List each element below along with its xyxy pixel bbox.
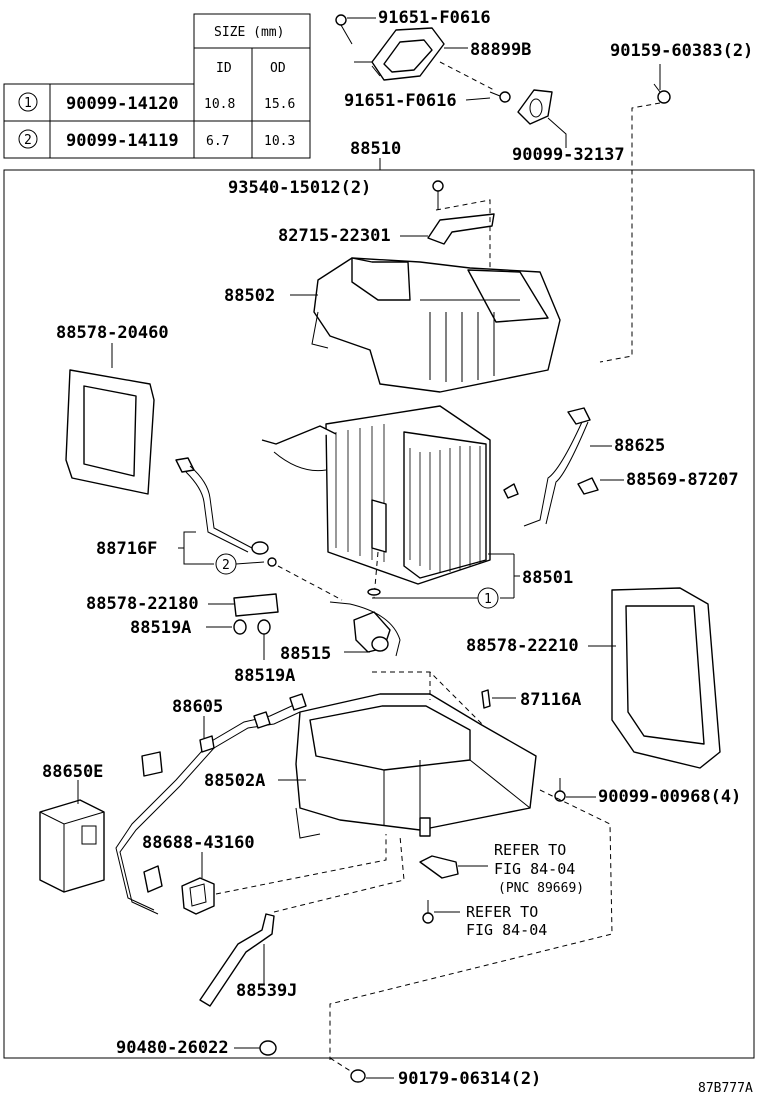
size-table-col-id: ID (216, 61, 232, 76)
bracket-88899B (354, 27, 468, 81)
label-90099-32137: 90099-32137 (512, 145, 625, 165)
label-88650E: 88650E (42, 762, 103, 782)
clip-87116A (481, 689, 516, 709)
label-88578-22180: 88578-22180 (86, 594, 199, 614)
clamp-88688-43160 (181, 852, 215, 915)
size-table-row2-mark: 2 (24, 133, 32, 148)
screw-90099-00968 (554, 778, 596, 802)
figure-code: 87B777A (698, 1081, 753, 1096)
label-90099-00968: 90099-00968(4) (598, 787, 741, 807)
label-88515: 88515 (280, 644, 331, 664)
label-88501: 88501 (522, 568, 573, 588)
bolt-90159 (653, 64, 671, 104)
label-88625: 88625 (614, 436, 665, 456)
label-88569: 88569-87207 (626, 470, 739, 490)
size-table-row2-id: 6.7 (206, 134, 229, 149)
size-table-row1-od: 15.6 (264, 97, 295, 112)
valve-88515 (329, 601, 401, 657)
size-table: SIZE (mm) ID OD 1 90099-14120 10.8 15.6 … (3, 13, 311, 159)
tube-88716F (175, 457, 269, 565)
circle-mark-2: 2 (222, 558, 230, 573)
refer-screw (422, 900, 460, 924)
size-table-row1-id: 10.8 (204, 97, 235, 112)
refer2-line2: FIG 84-04 (466, 921, 547, 939)
size-table-row1-mark: 1 (24, 96, 32, 111)
label-88605: 88605 (172, 697, 223, 717)
size-table-row2-part: 90099-14119 (66, 131, 179, 151)
label-88510: 88510 (350, 139, 401, 159)
label-90159: 90159-60383(2) (610, 41, 753, 61)
label-88688: 88688-43160 (142, 833, 255, 853)
sleeve-88578-22180 (208, 593, 279, 617)
bolt-90179-06314 (350, 1069, 394, 1083)
clip-88569 (577, 477, 624, 495)
thermistor-88625 (503, 407, 612, 527)
screw-91651-top (335, 14, 376, 45)
label-91651-mid: 91651-F0616 (344, 91, 457, 111)
upper-case-88502 (290, 257, 561, 393)
label-93540: 93540-15012(2) (228, 178, 371, 198)
refer2-line1: REFER TO (466, 903, 538, 921)
size-table-row1-part: 90099-14120 (66, 94, 179, 114)
label-88502: 88502 (224, 286, 275, 306)
assembly-88510-frame (3, 169, 755, 1059)
harness-88605 (115, 693, 307, 915)
label-88716F: 88716F (96, 539, 157, 559)
circle-mark-1: 1 (484, 592, 492, 607)
label-91651-top: 91651-F0616 (378, 8, 491, 28)
refer-bracket (419, 855, 488, 879)
screw-91651-mid (465, 91, 511, 103)
label-88899B: 88899B (470, 40, 531, 60)
refer1-line2: FIG 84-04 (494, 860, 575, 878)
label-82715: 82715-22301 (278, 226, 391, 246)
bracket-82715 (400, 199, 495, 270)
clip-90480-26022 (234, 1040, 277, 1056)
oring-88519A-left (206, 619, 247, 635)
oring-88519A-right (257, 619, 271, 660)
label-88539J: 88539J (236, 981, 297, 1001)
drain-hose-88539J (199, 913, 275, 1007)
size-table-col-od: OD (270, 61, 286, 76)
gasket-88578-20460 (65, 369, 155, 495)
label-88519A-2: 88519A (234, 666, 295, 686)
label-88578-20460: 88578-20460 (56, 323, 169, 343)
label-90480: 90480-26022 (116, 1038, 229, 1058)
evaporator-88501 (261, 405, 491, 599)
screw-93540 (432, 180, 444, 210)
label-88502A: 88502A (204, 771, 265, 791)
label-88578-22210: 88578-22210 (466, 636, 579, 656)
refer1-line3: (PNC 89669) (498, 881, 584, 896)
amplifier-88650E (39, 780, 105, 893)
label-87116A: 87116A (520, 690, 581, 710)
label-88519A-1: 88519A (130, 618, 191, 638)
size-table-header: SIZE (mm) (214, 25, 284, 40)
gasket-88578-22210 (588, 587, 721, 769)
lower-case-88502A (278, 671, 537, 839)
refer1-line1: REFER TO (494, 841, 566, 859)
size-table-row2-od: 10.3 (264, 134, 295, 149)
grommet-90099-32137 (517, 89, 567, 148)
label-90179: 90179-06314(2) (398, 1069, 541, 1089)
